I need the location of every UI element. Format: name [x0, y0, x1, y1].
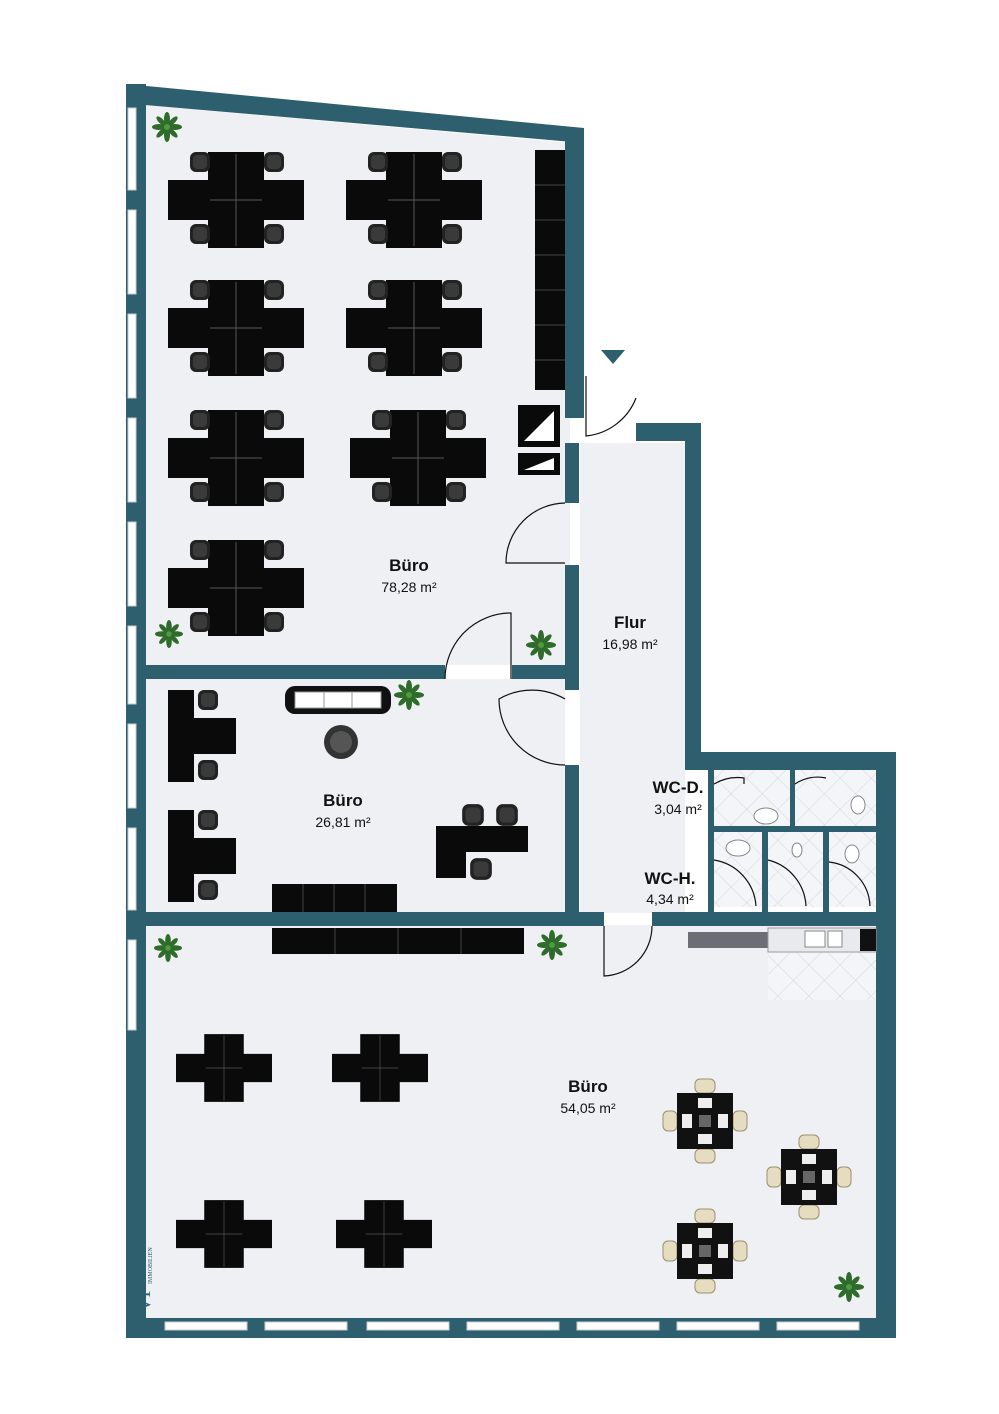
room-label-wc-d: WC-D. — [653, 778, 704, 797]
logo-mark: VP — [133, 1286, 155, 1312]
room-area-buero-3: 54,05 m² — [560, 1100, 616, 1116]
room-area-buero-2: 26,81 m² — [315, 814, 371, 830]
room-label-buero-2: Büro — [323, 791, 363, 810]
floor-area — [145, 105, 880, 1325]
storage-shelf — [518, 150, 565, 475]
furniture-room-2 — [168, 686, 528, 912]
room-area-flur: 16,98 m² — [602, 636, 658, 652]
room-label-buero-3: Büro — [568, 1077, 608, 1096]
furniture-room-3 — [176, 927, 877, 1294]
windows — [127, 107, 860, 1331]
room-area-wc-d: 3,04 m² — [654, 801, 702, 817]
von-poll-logo: VP VON POLL IMMOBILIEN — [133, 1230, 155, 1312]
room-label-buero-1: Büro — [389, 556, 429, 575]
entrance-arrow-icon — [601, 350, 625, 364]
room-label-wc-h: WC-H. — [645, 869, 696, 888]
logo-name: VON POLL — [135, 1230, 147, 1284]
room-area-wc-h: 4,34 m² — [646, 891, 694, 907]
sanitary-fixtures — [725, 795, 866, 864]
logo-sub: IMMOBILIEN — [148, 1247, 154, 1284]
room-area-buero-1: 78,28 m² — [381, 579, 437, 595]
doors — [444, 376, 871, 977]
room-label-flur: Flur — [614, 613, 646, 632]
